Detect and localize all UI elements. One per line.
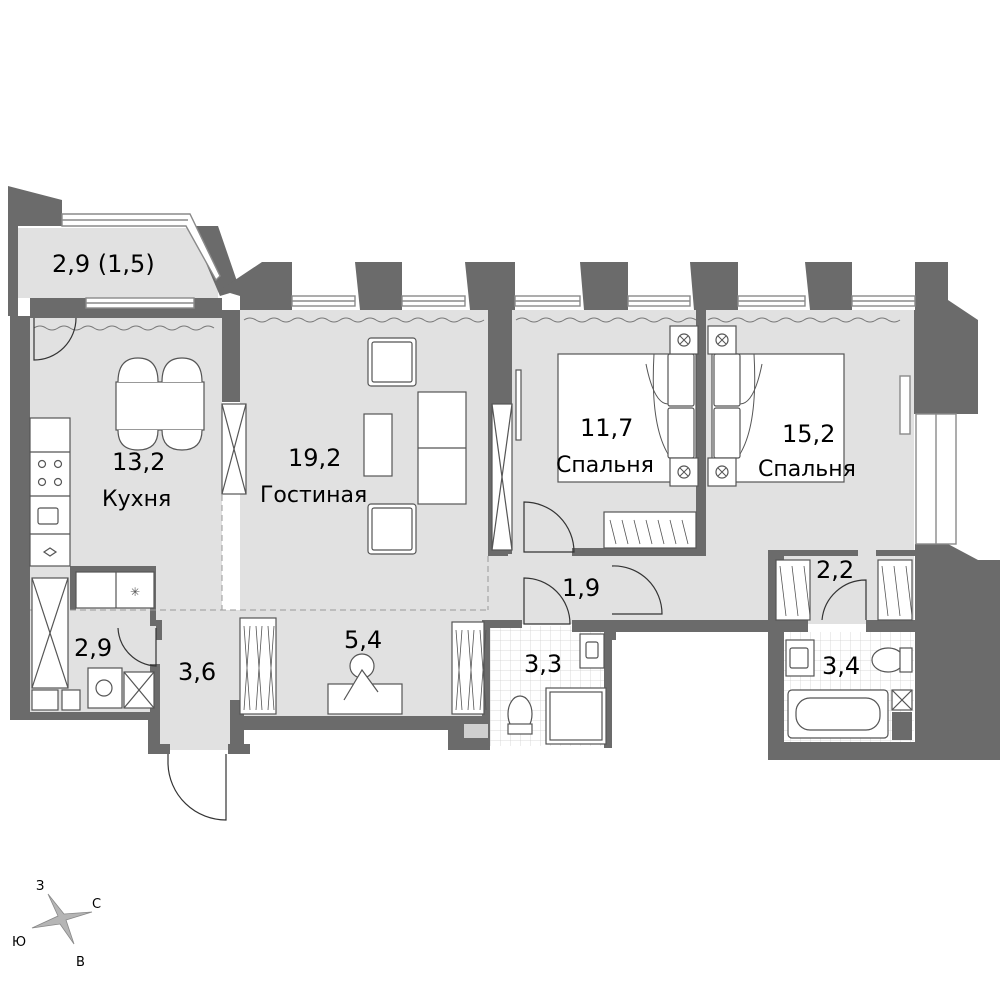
living-area: 19,2 [288, 444, 341, 472]
compass-south: Ю [12, 935, 26, 950]
wardrobe-area: 2,2 [816, 556, 854, 584]
bedroom1-shelf [603, 511, 697, 549]
svg-text:✳: ✳ [130, 585, 140, 599]
compass-north: С [92, 897, 101, 912]
zone-lines [30, 495, 489, 611]
living-name: Гостиная [260, 483, 367, 508]
wardrobe-door [821, 579, 867, 621]
bedroom1-door [523, 501, 575, 553]
balcony-door [33, 317, 77, 361]
corridor-area: 5,4 [344, 626, 382, 654]
compass-east: В [76, 955, 85, 970]
hall-area: 3,6 [178, 658, 216, 686]
kitchen-counter [29, 417, 71, 567]
doors [33, 317, 867, 821]
storage-area: 2,9 [74, 634, 112, 662]
curtains [33, 317, 901, 331]
bedroom-hall-door [611, 565, 663, 615]
bedroom1-name: Спальня [556, 453, 654, 478]
furniture: ✳ [29, 325, 913, 745]
hallway-small-area: 1,9 [562, 574, 600, 602]
compass-rose-icon [31, 893, 93, 945]
hall-floor [158, 610, 238, 750]
compass-west: З [36, 879, 44, 894]
toilet2 [871, 647, 905, 673]
kitchen-name: Кухня [102, 487, 171, 512]
bedroom2-area: 15,2 [782, 420, 835, 448]
coffee-table [363, 413, 393, 477]
balcony-floor [18, 228, 218, 298]
bedroom1-area: 11,7 [580, 414, 633, 442]
storage-door [117, 627, 157, 667]
windows [61, 213, 957, 545]
bath1-door [523, 577, 571, 625]
bathroom2-area: 3,4 [822, 652, 860, 680]
compass: З С Ю В [12, 879, 101, 970]
bedroom2-name: Спальня [758, 457, 856, 482]
room-labels: 2,9 (1,5) 13,2 Кухня 19,2 Гостиная 11,7 … [52, 250, 860, 686]
balcony-area: 2,9 (1,5) [52, 250, 155, 278]
fridge [75, 571, 155, 609]
entry-door [167, 754, 227, 821]
hallway-small-floor [488, 554, 768, 624]
bathroom1-area: 3,3 [524, 650, 562, 678]
dining-table [115, 381, 205, 431]
kitchen-area: 13,2 [112, 448, 165, 476]
